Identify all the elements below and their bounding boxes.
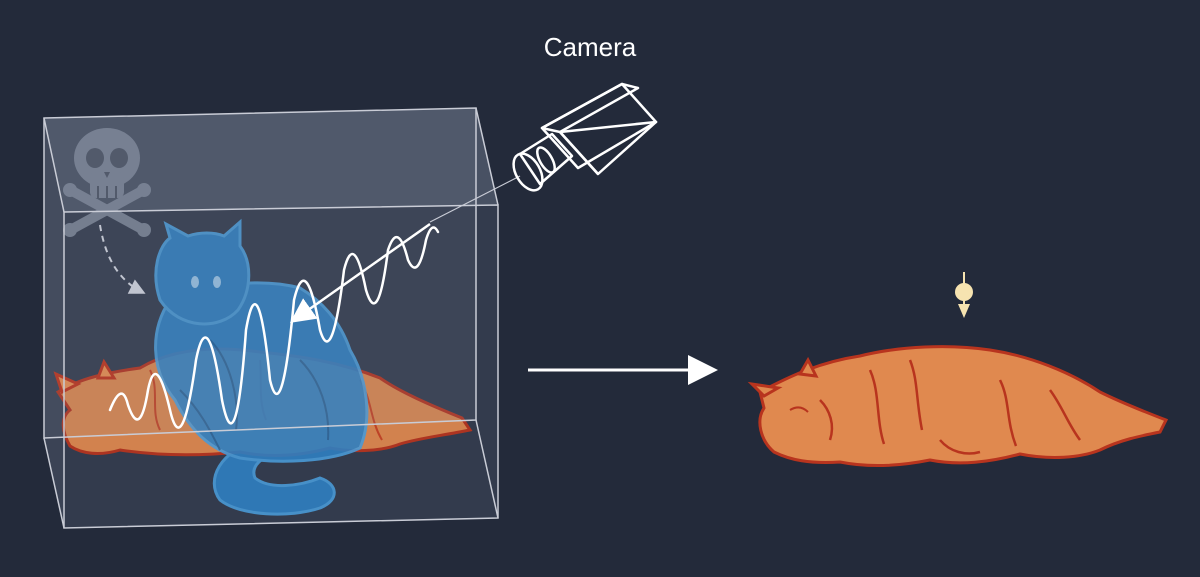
- photon-icon: [955, 272, 973, 318]
- camera-icon: [512, 82, 658, 192]
- box-top-face: [44, 108, 498, 212]
- poison-dashed-arrow: [99, 224, 146, 294]
- wave-direction-arrow: [289, 222, 431, 323]
- box-left-face: [44, 118, 64, 528]
- camera-label: Camera: [544, 32, 637, 62]
- light-wave: [108, 226, 440, 429]
- camera-sightline: [429, 175, 521, 223]
- dead-cat-result: [747, 345, 1169, 468]
- box-front-edges: [43, 107, 499, 529]
- alive-cat-in-box: [154, 218, 369, 516]
- skull-and-crossbones-icon: [63, 128, 151, 237]
